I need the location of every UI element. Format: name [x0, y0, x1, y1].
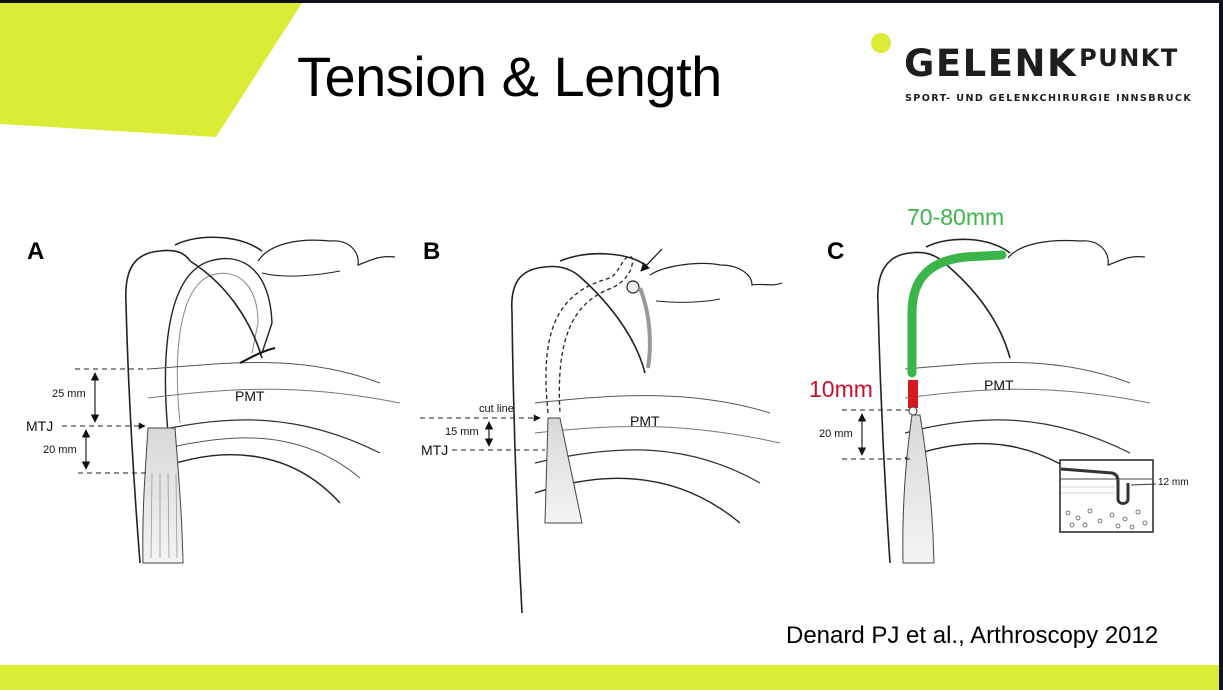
panel-c-lower-measure: 20 mm [819, 428, 853, 440]
panel-a-tendon-label: PMT [235, 388, 265, 404]
bottom-accent-bar [0, 665, 1219, 690]
logo-tagline: SPORT- UND GELENKCHIRURGIE INNSBRUCK [905, 93, 1193, 104]
tendon-length-label: 10mm [809, 376, 873, 402]
logo-wordmark: GELENKPUNKT [904, 45, 1179, 82]
graft-length-label: 70-80mm [907, 204, 1005, 230]
muscle-belly [902, 414, 935, 564]
panel-b-measure: 15 mm [445, 426, 479, 438]
biceps-tendon-dashed [545, 255, 634, 414]
slide-title: Tension & Length [297, 45, 722, 108]
anatomy-figure [62, 236, 1157, 614]
humerus-outline [510, 265, 579, 614]
humerus-outline [877, 251, 943, 564]
tendon-arch [164, 257, 273, 434]
panel-c-drawing [842, 238, 1151, 564]
dot-icon [871, 33, 891, 53]
panel-b-drawing [420, 248, 783, 614]
tenodesis-inset [1059, 459, 1157, 533]
panel-a-upper-measure: 25 mm [52, 388, 86, 400]
accent-corner-shape [0, 3, 302, 137]
slide: Tension & Length GELENKPUNKT SPORT- UND … [0, 3, 1219, 690]
panel-b-cut-label: cut line [479, 403, 514, 415]
panel-c-tendon-label: PMT [984, 377, 1014, 393]
tenodesis-point [908, 406, 918, 416]
graft-length-line [907, 250, 1007, 378]
coracoid [257, 239, 396, 266]
logo-main-text: GELENK [904, 42, 1078, 85]
panel-a-drawing [62, 236, 401, 564]
panel-b-tendon-label: PMT [630, 413, 660, 429]
panel-c-letter: C [827, 238, 845, 265]
panel-a-lower-measure: 20 mm [43, 444, 77, 456]
logo-super-text: PUNKT [1079, 44, 1179, 72]
panel-a-junction-label: MTJ [26, 418, 54, 434]
tendon-length-bar [908, 380, 918, 408]
panel-b-junction-label: MTJ [421, 442, 449, 458]
inset-measure-label: 12 mm [1158, 477, 1189, 488]
muscle-belly [142, 427, 184, 564]
citation: Denard PJ et al., Arthroscopy 2012 [786, 622, 1159, 649]
gelenkpunkt-logo: GELENKPUNKT SPORT- UND GELENKCHIRURGIE I… [868, 31, 1198, 111]
muscle-belly [544, 417, 583, 524]
panel-b-letter: B [423, 238, 441, 265]
panel-a-letter: A [27, 238, 45, 265]
